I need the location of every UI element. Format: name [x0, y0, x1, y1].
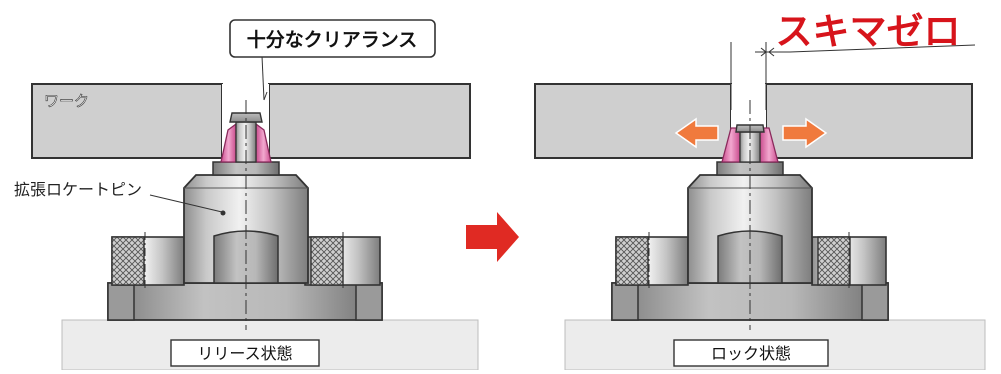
zero-gap-headline: スキマゼロ — [776, 10, 961, 53]
lock-state-box — [673, 339, 829, 367]
pin-label: 拡張ロケートピン — [14, 180, 142, 199]
right-assembly — [534, 42, 986, 371]
left-pin-cap — [229, 112, 263, 123]
left-workpiece-right — [268, 83, 471, 159]
expand-arrow-left — [674, 117, 719, 149]
left-flange — [107, 282, 383, 321]
clearance-callout-text: 十分なクリアランス — [247, 28, 418, 51]
transition-arrow — [466, 212, 519, 262]
expand-arrow-right — [782, 117, 828, 149]
clearance-callout-box — [229, 19, 436, 58]
right-workpiece-left — [534, 83, 732, 159]
lock-state-label: ロック状態 — [711, 344, 791, 363]
left-assembly — [31, 55, 479, 371]
left-workpiece-left — [31, 83, 223, 159]
workpiece-label: ワーク — [44, 92, 89, 110]
release-state-label: リリース状態 — [197, 344, 292, 363]
right-workpiece-right — [765, 83, 973, 159]
release-state-box — [170, 339, 320, 367]
